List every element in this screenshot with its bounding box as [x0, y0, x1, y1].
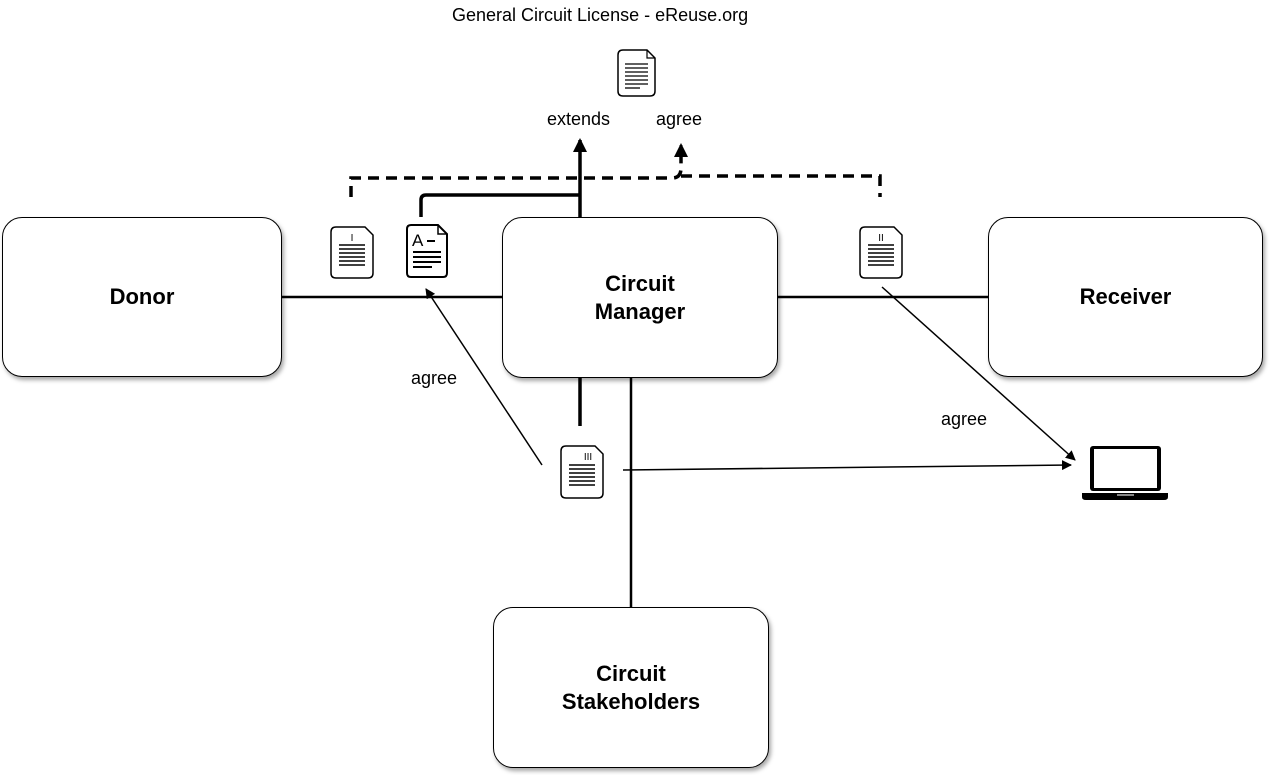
agree-dashed-bracket: [349, 143, 688, 197]
agree-arrow-to-contract: [425, 288, 543, 466]
donor-node: Donor: [2, 217, 282, 377]
circuit-stakeholders-node: Circuit Stakeholders: [493, 607, 769, 768]
circuit-manager-node: Circuit Manager: [502, 217, 778, 378]
document-icon: II: [859, 226, 903, 279]
agree-arrow-to-laptop: [881, 286, 1076, 461]
extends-label: extends: [547, 109, 611, 129]
doc-a-label: A: [412, 231, 424, 250]
agree-dashed-bracket-right: [681, 174, 882, 197]
diagram-title: General Circuit License - eReuse.org: [452, 5, 749, 25]
agree-top-label: agree: [656, 109, 703, 129]
doc-iii-to-laptop-arrow: [622, 460, 1072, 471]
document-icon: I: [330, 226, 374, 279]
agree-left-label: agree: [411, 368, 458, 388]
contract-bracket: [419, 193, 580, 217]
laptop-icon: [1082, 432, 1168, 514]
agree-right-label: agree: [941, 409, 988, 429]
document-icon: [617, 49, 656, 97]
doc-i-label: I: [351, 233, 354, 244]
doc-ii-label: II: [878, 233, 884, 244]
doc-iii-label: III: [584, 452, 592, 463]
document-icon: III: [560, 445, 604, 499]
receiver-node: Receiver: [988, 217, 1263, 377]
text-document-icon: A: [406, 224, 448, 278]
